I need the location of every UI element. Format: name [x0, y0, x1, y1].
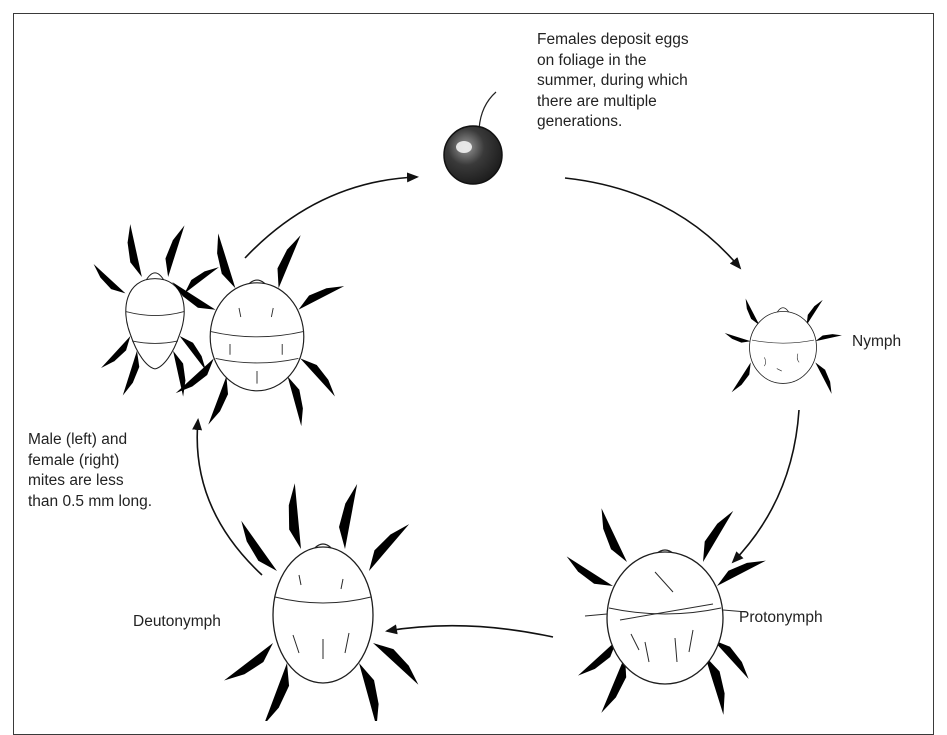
deutonymph-illustration	[219, 478, 432, 721]
arrow-nymph-to-protonymph	[733, 410, 799, 562]
adult-stage-caption: Male (left) and female (right) mites are…	[28, 430, 152, 512]
protonymph-illustration	[556, 500, 770, 721]
arrow-deutonymph-to-adults	[197, 420, 262, 575]
arrow-protonymph-to-deutonymph	[387, 626, 553, 637]
egg-stage-caption: Females deposit eggs on foliage in the s…	[537, 30, 689, 133]
nymph-label: Nymph	[852, 332, 901, 353]
arrow-adults-to-egg	[245, 177, 417, 258]
nymph-illustration	[721, 294, 843, 399]
protonymph-label: Protonymph	[739, 608, 823, 629]
arrow-egg-to-nymph	[565, 178, 740, 268]
female-mite-illustration	[163, 227, 348, 432]
deutonymph-label: Deutonymph	[133, 612, 221, 633]
egg-illustration	[444, 92, 502, 184]
